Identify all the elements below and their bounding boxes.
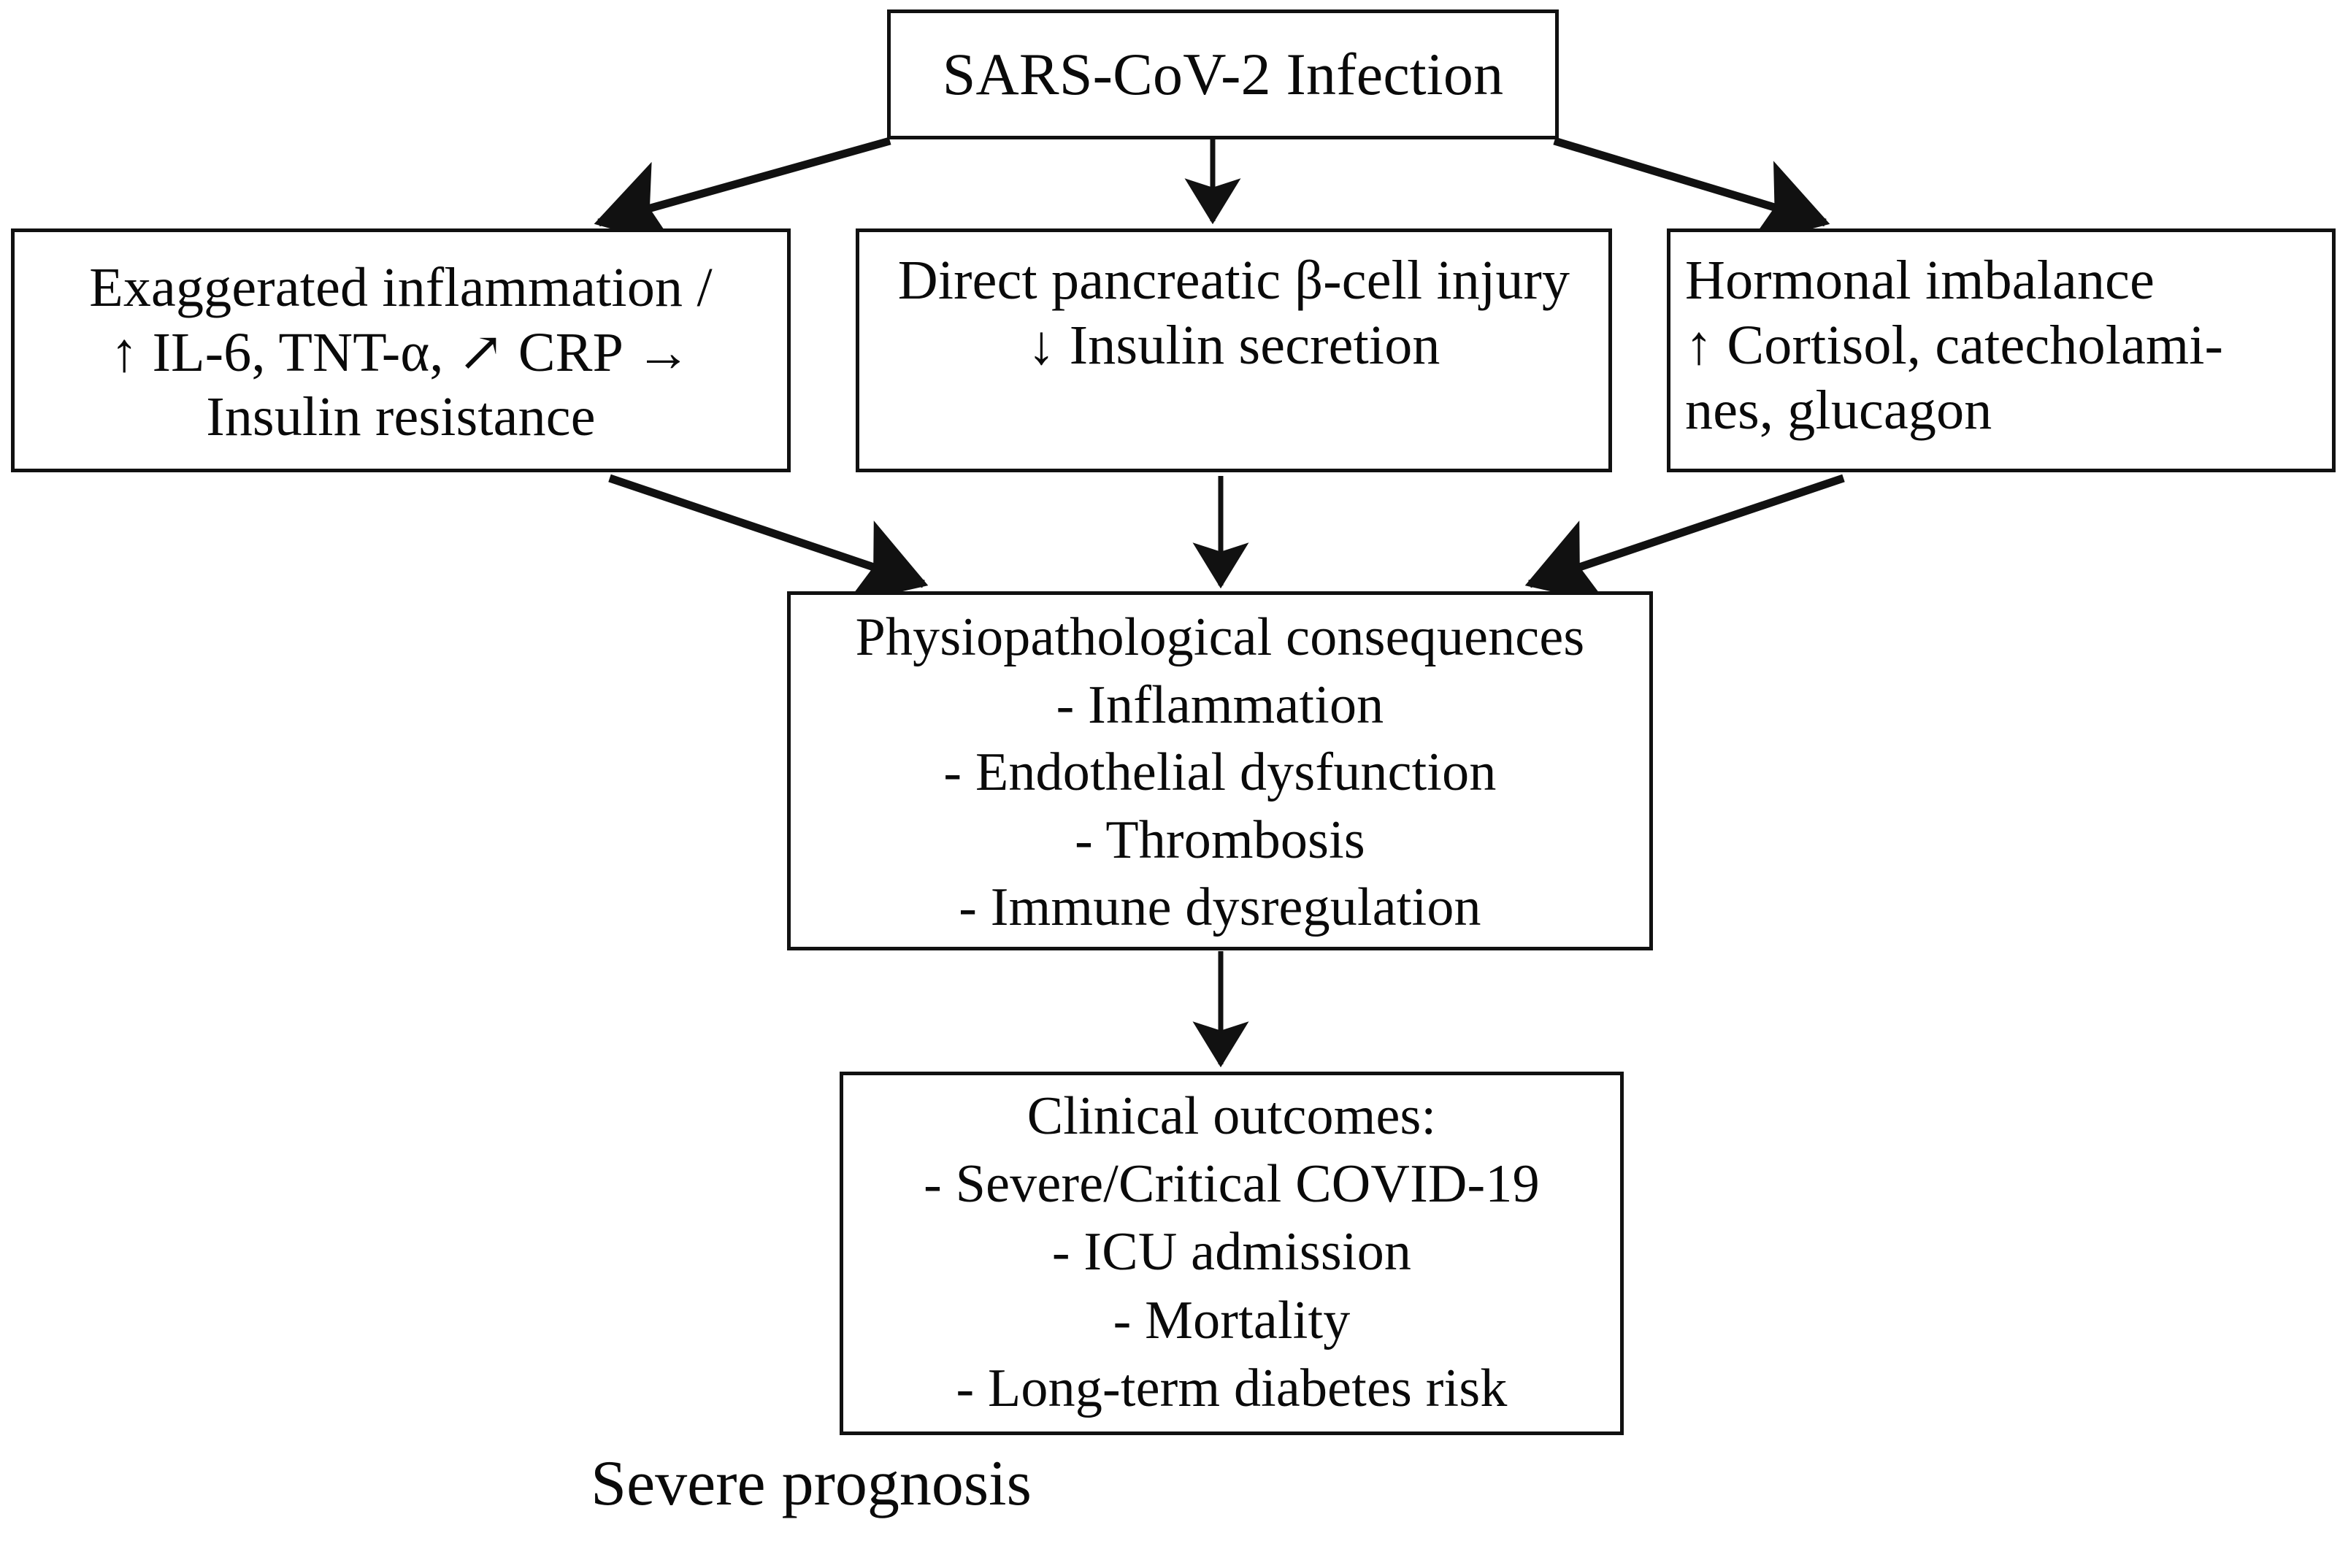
edge-infection-to-inflammation xyxy=(594,137,891,247)
node-clinical-outcomes[interactable]: Clinical outcomes: - Severe/Critical COV… xyxy=(840,1072,1624,1435)
node-physiopathological-consequences[interactable]: Physiopathological consequences - Inflam… xyxy=(787,591,1653,950)
node-line: - Thrombosis xyxy=(1075,810,1365,870)
node-line: Insulin resistance xyxy=(206,386,596,448)
edge-inflammation-to-consequences xyxy=(608,474,929,604)
node-line: - Endothelial dysfunction xyxy=(943,742,1497,802)
edge-hormonal-to-consequences xyxy=(1524,474,1845,604)
node-line: nes, glucagon xyxy=(1685,379,1992,441)
node-line: - Mortality xyxy=(1113,1290,1351,1350)
node-line: SARS-CoV-2 Infection xyxy=(942,41,1504,108)
node-line: Hormonal imbalance xyxy=(1685,250,2155,311)
node-line: - Immune dysregulation xyxy=(959,877,1481,937)
node-line: - Inflammation xyxy=(1056,675,1384,735)
node-line: Exaggerated inflammation / xyxy=(89,256,713,318)
caption-severe-prognosis: Severe prognosis xyxy=(591,1448,1032,1519)
node-line: Direct pancreatic β-cell injury xyxy=(897,250,1570,311)
node-line: ↑ Cortisol, catecholami- xyxy=(1685,314,2224,376)
node-exaggerated-inflammation[interactable]: Exaggerated inflammation / ↑ IL-6, TNT-α… xyxy=(11,228,791,472)
node-line: - ICU admission xyxy=(1051,1222,1412,1283)
edge-infection-to-hormonal xyxy=(1553,137,1830,246)
node-line: ↑ IL-6, TNT-α, ↗ CRP → xyxy=(110,321,691,383)
node-line: ↓ Insulin secretion xyxy=(1027,314,1440,376)
node-line: Physiopathological consequences xyxy=(855,607,1585,667)
node-hormonal-imbalance[interactable]: Hormonal imbalance ↑ Cortisol, catechola… xyxy=(1667,228,2336,472)
node-line: - Severe/Critical COVID-19 xyxy=(924,1154,1540,1215)
node-direct-pancreatic-beta-cell-injury[interactable]: Direct pancreatic β-cell injury ↓ Insuli… xyxy=(856,228,1612,472)
node-line: Clinical outcomes: xyxy=(1027,1086,1437,1146)
node-line: - Long-term diabetes risk xyxy=(956,1358,1508,1418)
node-sars-cov-2-infection[interactable]: SARS-CoV-2 Infection xyxy=(887,9,1559,139)
